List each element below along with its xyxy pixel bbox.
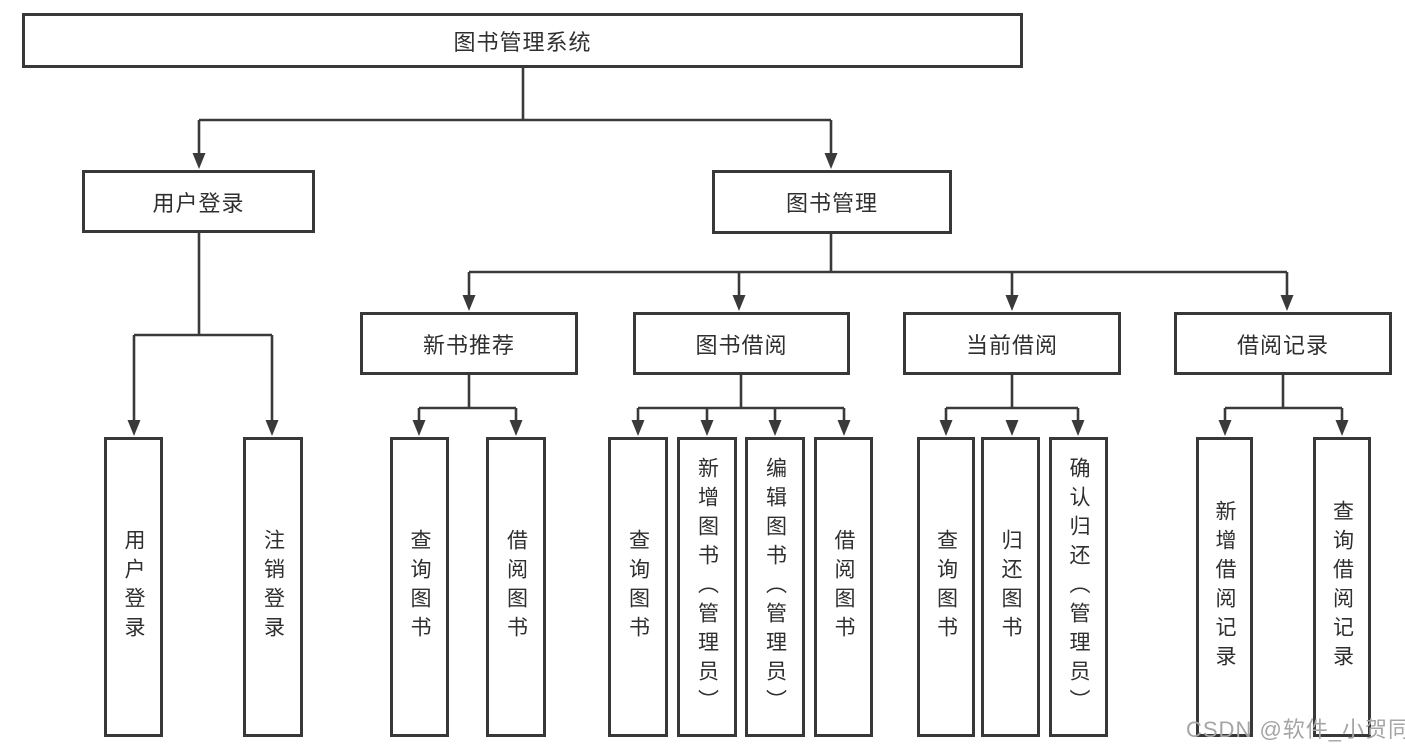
node-current-borrowing: 当前借阅 — [903, 312, 1121, 375]
node-user-login: 用户登录 — [82, 170, 315, 233]
node-borrowing-records: 借阅记录 — [1174, 312, 1392, 375]
node-user-login-label: 用户登录 — [152, 190, 245, 216]
leaf-recommend-borrow-books: 借阅图书 — [486, 437, 546, 737]
leaf-borrowing-borrow-books-label: 借阅图书 — [832, 529, 855, 645]
leaf-edit-book-admin: 编辑图书（管理员） — [745, 437, 805, 737]
leaf-user-login: 用户登录 — [104, 437, 163, 737]
leaf-add-book-admin: 新增图书（管理员） — [677, 437, 737, 737]
leaf-return-book-label: 归还图书 — [999, 529, 1022, 645]
watermark: CSDN @软件_小贺同学 — [1186, 717, 1405, 742]
leaf-logout-label: 注销登录 — [261, 529, 285, 645]
leaf-current-query-books: 查询图书 — [917, 437, 975, 737]
leaf-return-book: 归还图书 — [981, 437, 1040, 737]
leaf-edit-book-admin-label: 编辑图书（管理员） — [763, 456, 787, 718]
leaf-add-borrow-record-label: 新增借阅记录 — [1213, 500, 1236, 674]
leaf-query-borrow-record-label: 查询借阅记录 — [1330, 500, 1354, 674]
node-book-borrowing: 图书借阅 — [633, 312, 850, 375]
node-book-management-label: 图书管理 — [785, 191, 878, 216]
leaf-user-login-label: 用户登录 — [122, 529, 145, 645]
node-new-book-recommend-label: 新书推荐 — [422, 332, 515, 358]
node-book-borrowing-label: 图书借阅 — [695, 332, 788, 358]
leaf-confirm-return-admin-label: 确认归还（管理员） — [1067, 456, 1090, 718]
node-library-system-label: 图书管理系统 — [453, 29, 592, 55]
leaf-current-query-books-label: 查询图书 — [934, 529, 958, 645]
leaf-logout: 注销登录 — [243, 437, 303, 737]
node-current-borrowing-label: 当前借阅 — [965, 332, 1058, 358]
leaf-add-book-admin-label: 新增图书（管理员） — [695, 456, 719, 718]
leaf-borrowing-query-books-label: 查询图书 — [626, 529, 650, 645]
leaf-query-borrow-record: 查询借阅记录 — [1313, 437, 1371, 737]
leaf-borrowing-query-books: 查询图书 — [608, 437, 668, 737]
leaf-recommend-query-books-label: 查询图书 — [408, 529, 431, 645]
leaf-confirm-return-admin: 确认归还（管理员） — [1049, 437, 1108, 737]
node-library-system: 图书管理系统 — [22, 13, 1023, 68]
node-new-book-recommend: 新书推荐 — [360, 312, 578, 375]
leaf-add-borrow-record: 新增借阅记录 — [1196, 437, 1253, 737]
leaf-recommend-query-books: 查询图书 — [390, 437, 449, 737]
leaf-borrowing-borrow-books: 借阅图书 — [814, 437, 873, 737]
node-borrowing-records-label: 借阅记录 — [1236, 332, 1329, 358]
leaf-recommend-borrow-books-label: 借阅图书 — [504, 529, 528, 645]
node-book-management: 图书管理 — [712, 170, 952, 234]
